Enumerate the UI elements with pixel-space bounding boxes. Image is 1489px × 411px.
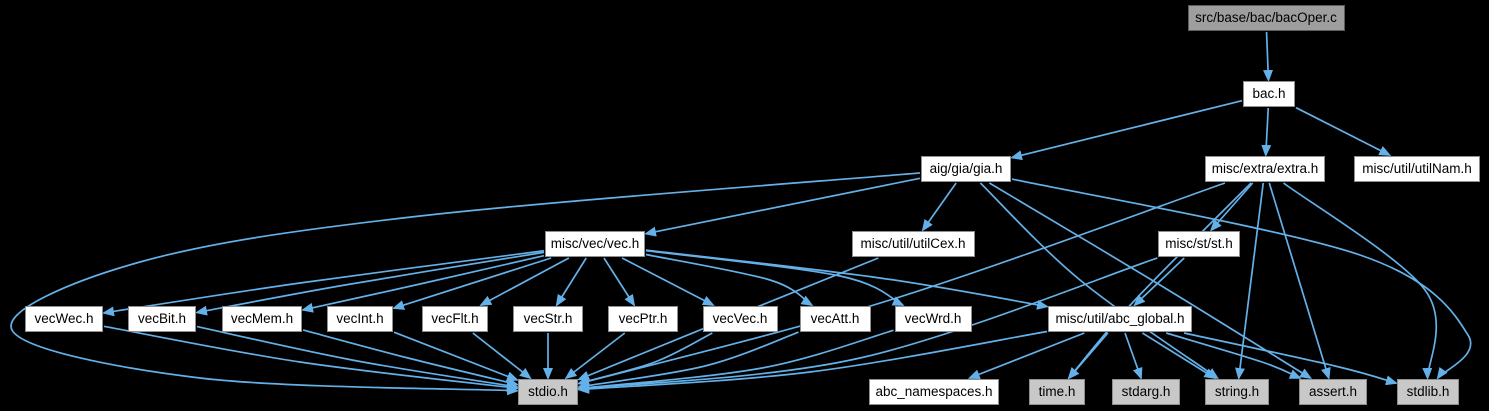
edge-abcGlobal-stdlib bbox=[1183, 332, 1398, 386]
node-label: vecMem.h bbox=[230, 311, 294, 327]
node-label: aig/gia/gia.h bbox=[929, 161, 1003, 177]
node-string: string.h bbox=[1205, 379, 1269, 405]
edge-vecPtr-stdio bbox=[564, 332, 626, 380]
node-label: src/base/bac/bacOper.c bbox=[1195, 10, 1337, 26]
node-vecBit[interactable]: vecBit.h bbox=[128, 306, 196, 332]
node-st[interactable]: misc/st/st.h bbox=[1158, 231, 1240, 257]
edge-vec-vecBit bbox=[195, 251, 545, 316]
edge-gia-assert bbox=[988, 182, 1313, 380]
node-vecWrd[interactable]: vecWrd.h bbox=[894, 306, 972, 332]
node-label: stdarg.h bbox=[1121, 384, 1171, 400]
edge-abcGlobal-assert bbox=[1165, 332, 1302, 379]
node-label: misc/util/utilCex.h bbox=[860, 236, 966, 252]
edge-vec-vecFlt bbox=[479, 257, 570, 306]
edge-vec-vecPtr bbox=[603, 257, 636, 307]
node-label: vecWec.h bbox=[34, 311, 94, 327]
edge-bac-extra bbox=[1261, 107, 1272, 157]
node-label: time.h bbox=[1038, 384, 1076, 400]
node-label: vecBit.h bbox=[137, 311, 187, 327]
node-vecMem[interactable]: vecMem.h bbox=[222, 306, 302, 332]
node-vecPtr[interactable]: vecPtr.h bbox=[608, 306, 678, 332]
node-label: string.h bbox=[1214, 384, 1260, 400]
node-label: bac.h bbox=[1252, 86, 1286, 102]
edge-gia-utilCex bbox=[921, 182, 957, 232]
node-vec[interactable]: misc/vec/vec.h bbox=[545, 231, 645, 257]
edge-gia-stdlib bbox=[1011, 178, 1472, 380]
node-bacOper: src/base/bac/bacOper.c bbox=[1187, 5, 1345, 31]
edge-st-stdio bbox=[577, 257, 1158, 393]
node-label: vecVec.h bbox=[712, 311, 768, 327]
edge-vecFlt-stdio bbox=[472, 332, 532, 380]
edge-abcGlobal-time bbox=[1067, 332, 1109, 380]
node-assert: assert.h bbox=[1299, 379, 1367, 405]
node-label: vecInt.h bbox=[336, 311, 384, 327]
edge-gia-stdio bbox=[10, 172, 921, 396]
node-label: vecWrd.h bbox=[904, 311, 962, 327]
edge-vec-vecWec bbox=[102, 249, 545, 317]
node-label: abc_namespaces.h bbox=[875, 384, 993, 400]
node-gia[interactable]: aig/gia/gia.h bbox=[921, 156, 1011, 182]
node-vecStr[interactable]: vecStr.h bbox=[513, 306, 583, 332]
edge-extra-st bbox=[1209, 182, 1254, 232]
edge-vec-vecInt bbox=[392, 257, 552, 310]
node-abcGlobal[interactable]: misc/util/abc_global.h bbox=[1048, 306, 1192, 332]
edge-vecWec-stdio bbox=[103, 325, 519, 393]
node-label: vecFlt.h bbox=[431, 311, 479, 327]
edge-bac-utilNam bbox=[1295, 106, 1392, 156]
node-utilCex[interactable]: misc/util/utilCex.h bbox=[851, 231, 975, 257]
edge-gia-vec bbox=[644, 177, 921, 237]
edge-extra-stdio bbox=[577, 182, 1226, 386]
node-vecWec[interactable]: vecWec.h bbox=[25, 306, 103, 332]
node-stdio: stdio.h bbox=[518, 379, 578, 405]
edge-vecAtt-stdio bbox=[577, 331, 799, 391]
node-stdarg: stdarg.h bbox=[1112, 379, 1180, 405]
edge-abcGlobal-stdarg bbox=[1124, 332, 1143, 380]
node-label: misc/util/utilNam.h bbox=[1362, 161, 1472, 177]
edge-bac-gia bbox=[1010, 99, 1243, 161]
edge-vec-vecWrd bbox=[645, 249, 905, 306]
node-label: vecPtr.h bbox=[618, 311, 668, 327]
node-label: vecStr.h bbox=[523, 311, 573, 327]
edge-vecBit-stdio bbox=[196, 325, 519, 391]
edge-vec-vecMem bbox=[301, 254, 545, 313]
edge-abcGlobal-abcNamespaces bbox=[967, 332, 1085, 380]
node-vecFlt[interactable]: vecFlt.h bbox=[422, 306, 488, 332]
edge-gia-string bbox=[979, 182, 1220, 380]
node-stdlib: stdlib.h bbox=[1397, 379, 1459, 405]
edge-abcGlobal-stdio bbox=[577, 330, 1048, 394]
edge-abcGlobal-string bbox=[1141, 332, 1217, 380]
node-label: vecAtt.h bbox=[810, 311, 860, 327]
node-label: misc/st/st.h bbox=[1165, 236, 1233, 252]
node-bac[interactable]: bac.h bbox=[1243, 81, 1295, 107]
node-vecAtt[interactable]: vecAtt.h bbox=[799, 306, 871, 332]
node-vecInt[interactable]: vecInt.h bbox=[327, 306, 393, 332]
edge-vecWrd-stdio bbox=[577, 329, 894, 393]
node-label: stdlib.h bbox=[1406, 384, 1450, 400]
edge-bacOper-bac bbox=[1263, 31, 1274, 82]
node-time: time.h bbox=[1029, 379, 1085, 405]
node-label: misc/extra/extra.h bbox=[1211, 161, 1319, 177]
node-label: misc/vec/vec.h bbox=[550, 236, 640, 252]
edge-extra-assert bbox=[1268, 182, 1331, 380]
node-label: stdio.h bbox=[528, 384, 568, 400]
edge-vec-vecVec bbox=[621, 257, 715, 306]
node-extra[interactable]: misc/extra/extra.h bbox=[1205, 156, 1325, 182]
edge-vecInt-stdio bbox=[393, 331, 519, 382]
edge-st-abcGlobal bbox=[1133, 257, 1185, 307]
node-utilNam[interactable]: misc/util/utilNam.h bbox=[1354, 156, 1480, 182]
edge-extra-stdlib bbox=[1282, 182, 1438, 380]
node-label: misc/util/abc_global.h bbox=[1055, 311, 1185, 327]
edge-vecMem-stdio bbox=[302, 329, 519, 387]
node-vecVec[interactable]: vecVec.h bbox=[702, 306, 778, 332]
edge-utilCex-stdio bbox=[577, 257, 879, 381]
edge-vec-vecAtt bbox=[645, 253, 814, 307]
node-label: assert.h bbox=[1308, 384, 1358, 400]
node-abcNamespaces[interactable]: abc_namespaces.h bbox=[869, 379, 999, 405]
edge-vec-vecStr bbox=[555, 257, 587, 307]
edge-vecVec-stdio bbox=[577, 332, 713, 386]
